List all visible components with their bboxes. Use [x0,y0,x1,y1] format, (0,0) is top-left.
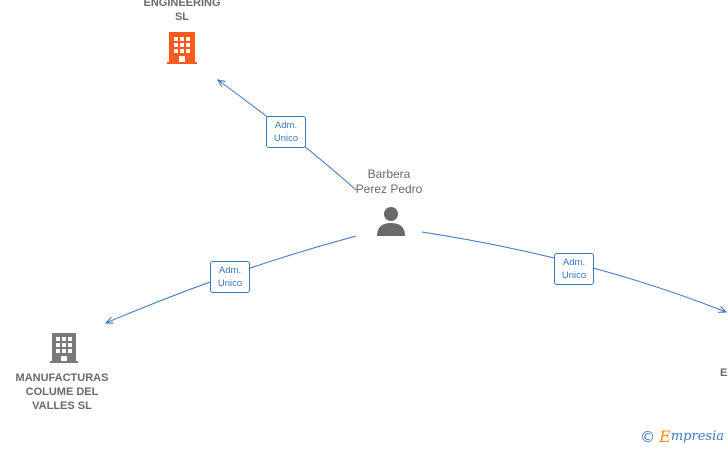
top-company-label[interactable]: ENGINEERING SL [143,0,221,23]
edge-label-top[interactable]: Adm. Unico [266,116,306,148]
copyright-icon: © [640,427,656,446]
brand-logo-initial: E [659,427,671,446]
edge-label-right[interactable]: Adm. Unico [554,253,594,285]
right-company-label[interactable]: E [720,367,728,379]
brand-logo-name: mpresia [670,429,724,444]
building-icon[interactable] [50,333,78,363]
footer-brand[interactable]: © E mpresia [640,427,724,446]
person-icon[interactable] [377,207,405,236]
bottom-left-company-label[interactable]: MANUFACTURAS COLUME DEL VALLES SL [15,372,109,412]
edge-label-bottom-left[interactable]: Adm. Unico [210,261,250,293]
building-icon[interactable] [167,32,197,64]
person-label[interactable]: Barbera Perez Pedro [355,167,423,196]
